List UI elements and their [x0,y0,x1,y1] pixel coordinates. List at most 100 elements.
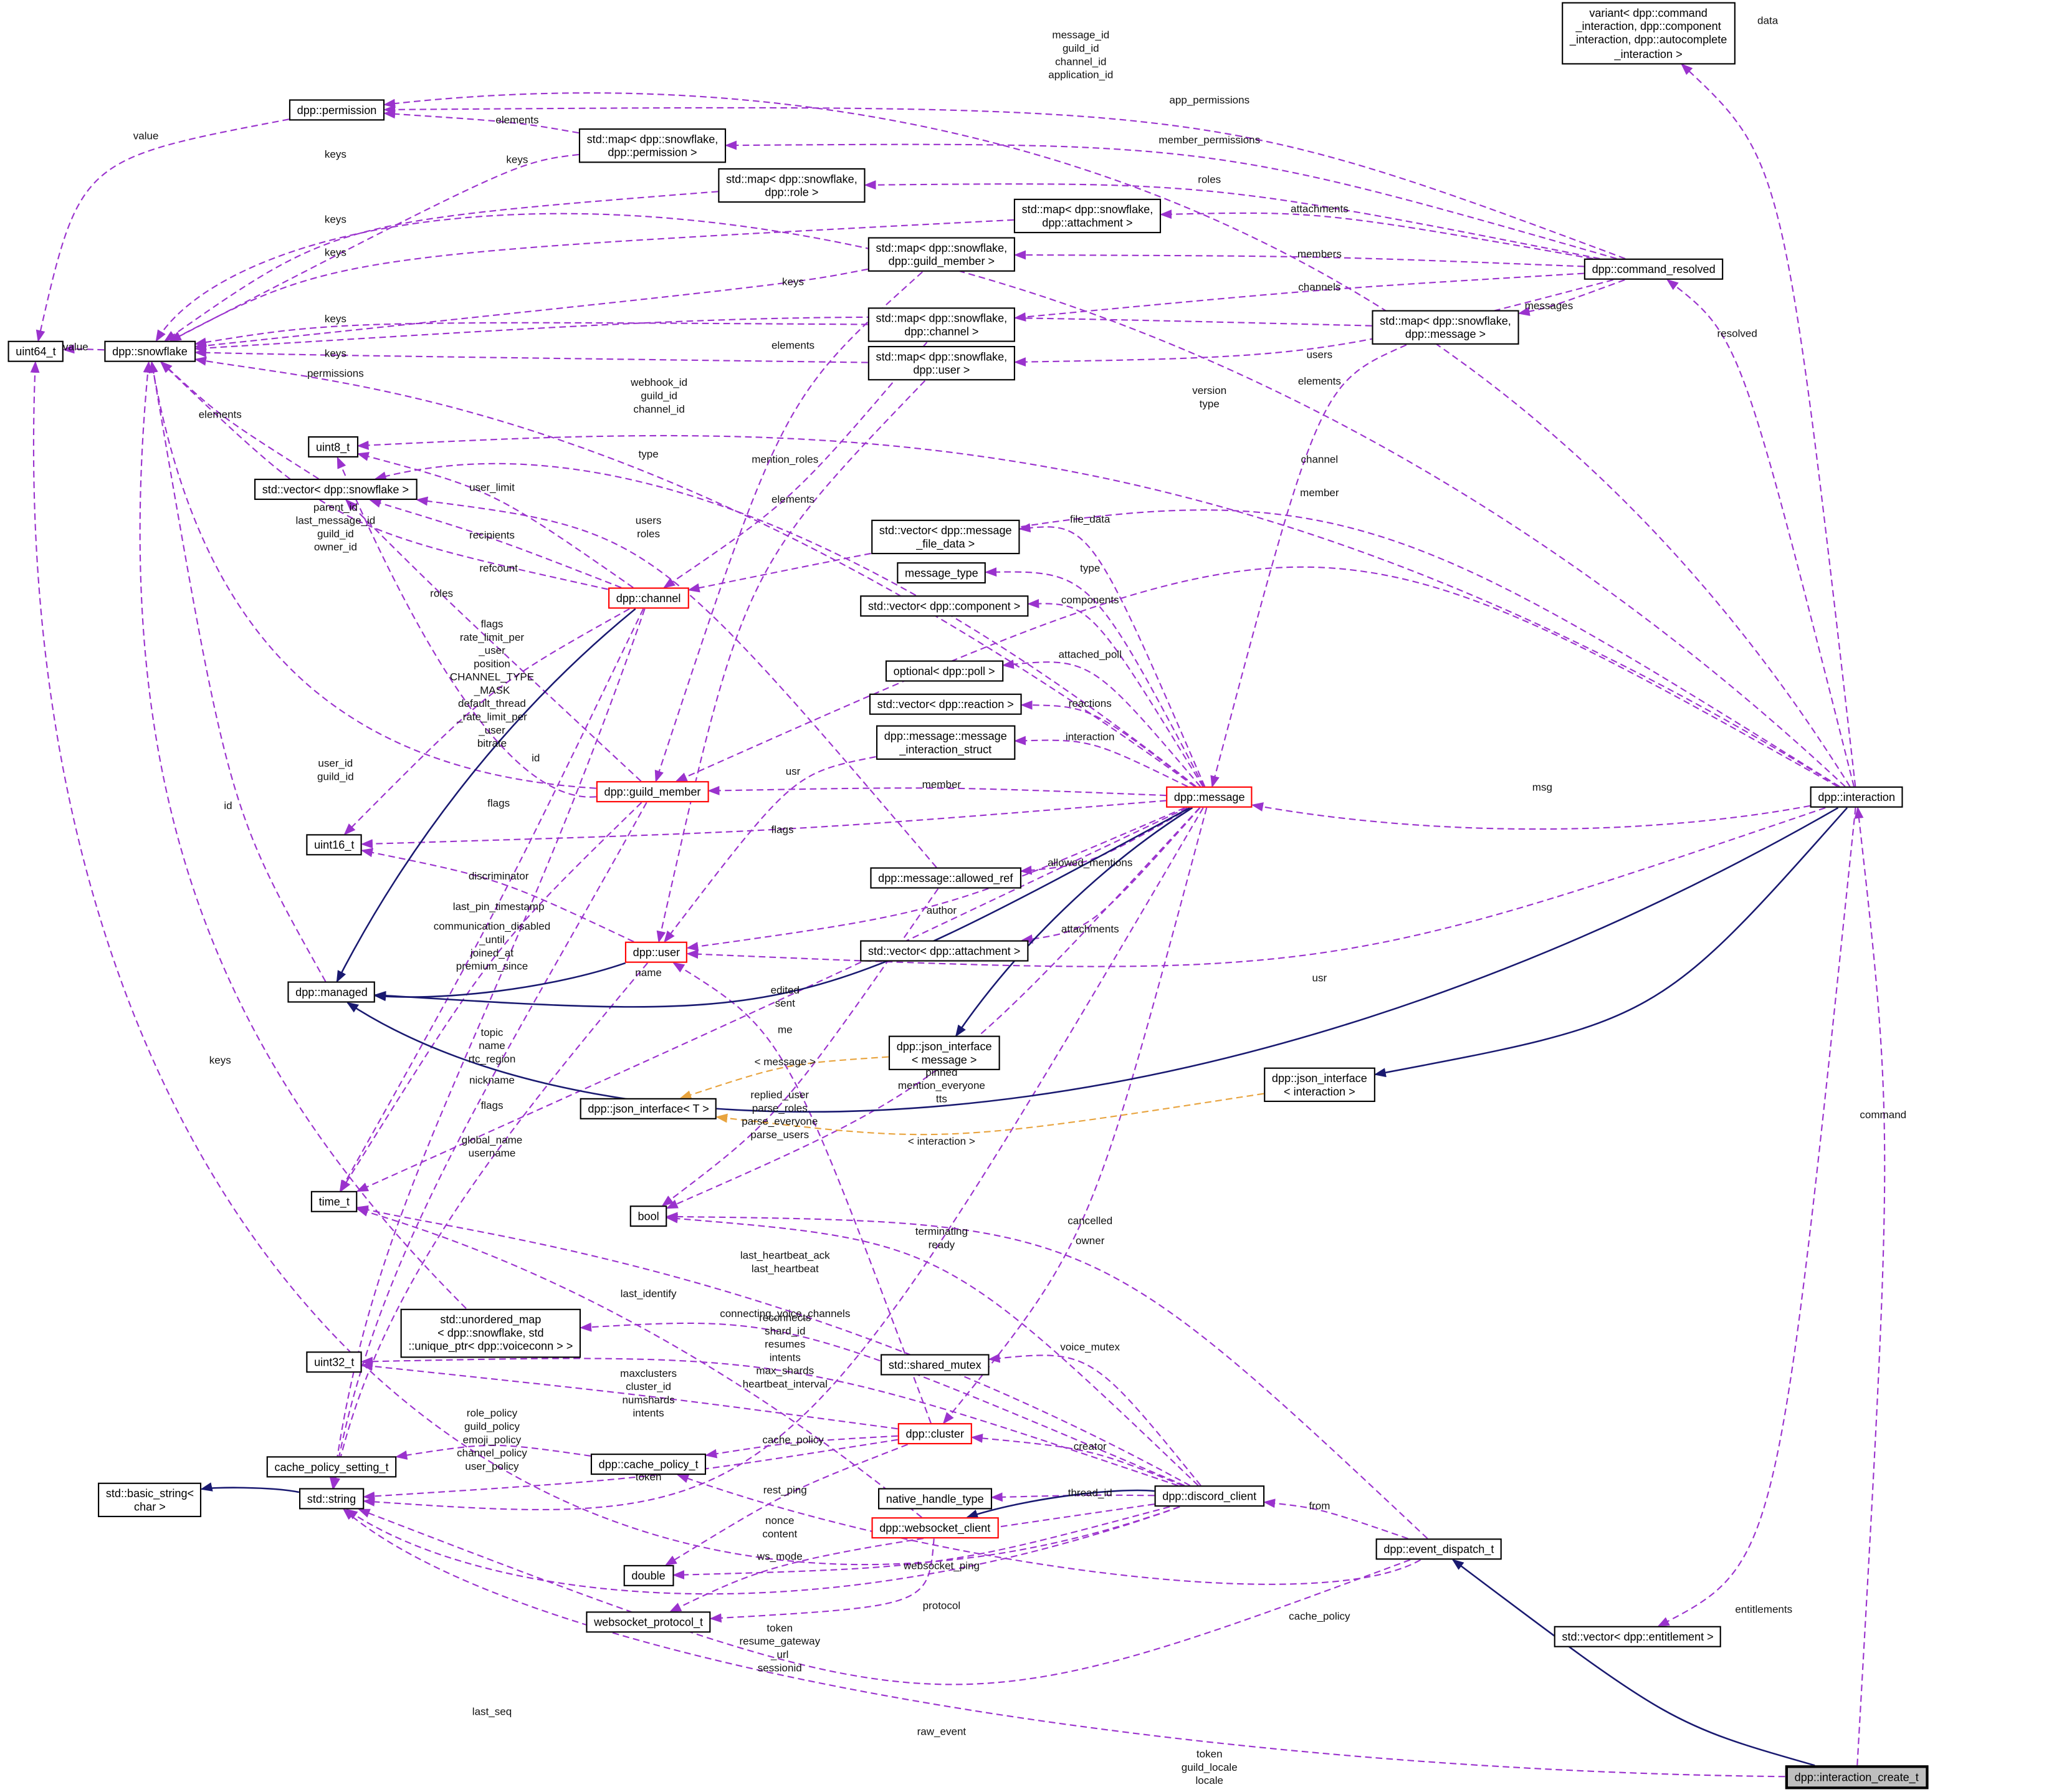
edge-channel-to-uint16_t [343,608,630,836]
node-websocket_client[interactable]: dpp::websocket_client [871,1517,999,1539]
node-json_interface_message[interactable]: dpp::json_interface < message > [888,1035,1000,1071]
node-user[interactable]: dpp::user [624,941,688,964]
edge-message-to-vector_reaction [1020,700,1196,787]
node-event_dispatch[interactable]: dpp::event_dispatch_t [1375,1538,1502,1560]
edge-event_dispatch-to-cache_policy_t [676,1474,1421,1585]
edge-label: last_pin_timestamp [452,900,545,913]
node-vector_entitlement[interactable]: std::vector< dpp::entitlement > [1554,1626,1722,1648]
node-time_t[interactable]: time_t [310,1191,358,1213]
node-message[interactable]: dpp::message [1166,786,1253,808]
node-command_resolved[interactable]: dpp::command_resolved [1583,258,1724,280]
node-websocket_protocol[interactable]: websocket_protocol_t [586,1611,711,1633]
edge-command_resolved-to-map_user [1013,279,1613,367]
node-basic_string[interactable]: std::basic_string< char > [98,1482,202,1518]
node-double[interactable]: double [623,1564,674,1587]
edge-label: file_data [1070,513,1110,525]
edge-message-to-string [363,807,1204,1510]
node-map_channel[interactable]: std::map< dpp::snowflake, dpp::channel > [867,307,1015,343]
node-uint16_t[interactable]: uint16_t [306,834,363,856]
edge-vector_snowflake-to-snowflake [160,361,319,480]
edge-event_dispatch-to-discord_client [1263,1498,1408,1540]
node-allowed_ref[interactable]: dpp::message::allowed_ref [870,867,1021,889]
edge-label: components [1061,594,1119,606]
edge-label: flags [487,797,510,810]
node-managed[interactable]: dpp::managed [287,981,376,1003]
edge-interaction_create-to-string [342,1508,1785,1778]
edge-cluster-to-double [664,1444,909,1566]
edge-channel-to-uint8_t [356,452,634,588]
edge-map_user-to-snowflake [194,348,868,363]
edge-message-to-interaction_struct [1013,735,1188,787]
node-message_type[interactable]: message_type [897,562,986,584]
edge-cluster-to-uint32_t [360,1361,898,1430]
node-map_user[interactable]: std::map< dpp::snowflake, dpp::user > [867,346,1015,381]
node-vector_component[interactable]: std::vector< dpp::component > [860,595,1029,617]
node-interaction[interactable]: dpp::interaction [1810,786,1903,808]
node-json_interface_interaction[interactable]: dpp::json_interface < interaction > [1264,1067,1375,1103]
node-shared_mutex[interactable]: std::shared_mutex [881,1354,990,1376]
node-interaction_struct[interactable]: dpp::message::message _interaction_struc… [876,725,1015,760]
edge-map_permission-to-snowflake [169,153,579,342]
edge-map_guild_member-to-snowflake [194,268,868,350]
node-map_message[interactable]: std::map< dpp::snowflake, dpp::message > [1372,310,1519,345]
node-cache_policy_setting[interactable]: cache_policy_setting_t [266,1456,397,1478]
edge-interaction-to-user [686,807,1826,967]
edge-interaction_create-to-interaction [1854,806,1886,1766]
edge-label: websocket_ping [903,1560,980,1572]
node-vector_file_data[interactable]: std::vector< dpp::message _file_data > [871,519,1020,555]
node-native_handle_type[interactable]: native_handle_type [878,1488,992,1510]
edge-message-to-vector_file_data [1018,523,1206,787]
node-json_interface_T[interactable]: dpp::json_interface< T > [580,1098,717,1120]
edge-label: refcount [479,562,518,575]
node-vector_reaction[interactable]: std::vector< dpp::reaction > [869,693,1022,716]
node-string[interactable]: std::string [299,1488,364,1510]
edge-label: last_heartbeat_ack last_heartbeat [740,1249,830,1275]
edge-discord_client-to-string [345,1506,1180,1595]
node-bool[interactable]: bool [629,1205,667,1227]
node-guild_member[interactable]: dpp::guild_member [596,781,709,803]
edge-label: < message > [754,1055,816,1068]
edge-discord_client-to-time_t [356,1205,1191,1487]
edge-label: parent_id last_message_id guild_id owner… [295,501,376,553]
edge-message-to-cluster [942,807,1208,1424]
node-unordered_map_voiceconn[interactable]: std::unordered_map < dpp::snowflake, std… [400,1308,581,1358]
edge-user-to-uint16_t [360,848,634,942]
edge-discord_client-to-uint32_t [360,1356,1178,1487]
edge-json_interface_interaction-to-json_interface_T [715,1093,1264,1136]
edge-label: webhook_id guild_id channel_id [631,376,688,416]
node-map_attachment[interactable]: std::map< dpp::snowflake, dpp::attachmen… [1013,198,1162,234]
edge-command_resolved-to-map_attachment [1159,209,1593,260]
edge-label: terminating ready [915,1225,968,1251]
node-interaction_create[interactable]: dpp::interaction_create_t [1785,1765,1928,1790]
node-uint64_t[interactable]: uint64_t [7,340,64,363]
node-cluster[interactable]: dpp::cluster [897,1423,972,1445]
node-uint32_t[interactable]: uint32_t [306,1351,363,1373]
node-map_permission[interactable]: std::map< dpp::snowflake, dpp::permissio… [578,128,727,164]
node-cache_policy_t[interactable]: dpp::cache_policy_t [590,1454,707,1475]
node-map_role[interactable]: std::map< dpp::snowflake, dpp::role > [718,168,866,203]
node-snowflake[interactable]: dpp::snowflake [104,340,196,363]
edge-interaction-to-command_resolved [1666,279,1855,787]
edge-cluster-to-user [672,962,932,1424]
edge-label: voice_mutex [1060,1341,1120,1353]
node-map_guild_member[interactable]: std::map< dpp::snowflake, dpp::guild_mem… [867,237,1015,272]
node-channel[interactable]: dpp::channel [608,587,689,609]
edge-label: members [1297,247,1342,261]
node-vector_attachment[interactable]: std::vector< dpp::attachment > [860,940,1029,962]
edge-command_resolved-to-map_message [1517,279,1625,316]
edge-label: value [62,340,88,353]
node-uint8_t[interactable]: uint8_t [308,436,358,458]
node-variant[interactable]: variant< dpp::command _interaction, dpp:… [1562,2,1736,64]
edge-label: last_identify [620,1288,677,1300]
node-vector_snowflake[interactable]: std::vector< dpp::snowflake > [254,479,417,501]
edge-message-to-message_type [985,567,1205,787]
node-optional_poll[interactable]: optional< dpp::poll > [885,660,1003,682]
edge-label: rest_ping [763,1484,807,1497]
node-permission[interactable]: dpp::permission [289,99,385,121]
edge-label: keys [324,347,346,360]
node-discord_client[interactable]: dpp::discord_client [1154,1485,1264,1507]
edge-event_dispatch-to-string [358,1508,1411,1685]
edge-cache_policy_t-to-cache_policy_setting [395,1444,591,1460]
